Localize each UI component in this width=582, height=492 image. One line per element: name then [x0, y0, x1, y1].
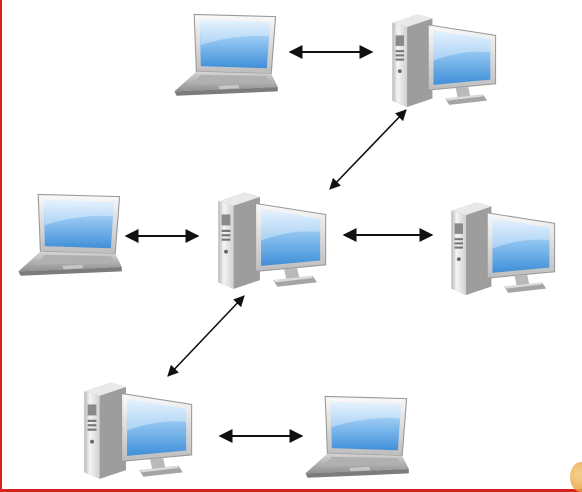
desktop-icon-bottom-left — [83, 382, 193, 480]
laptop-icon-top — [173, 13, 279, 97]
desktop-icon-right — [450, 201, 556, 296]
desktop-icon-top-right — [391, 13, 497, 108]
connections — [124, 45, 434, 443]
laptop-icon-left — [17, 193, 123, 277]
desktop-icon-center — [217, 192, 327, 290]
arrow-desktop-top-right-to-desktop-center — [329, 109, 407, 190]
nodes — [17, 13, 556, 480]
arrow-desktop-center-to-desktop-bottom-left — [167, 295, 245, 377]
corner-decoration — [570, 462, 582, 492]
laptop-icon-bottom-right — [304, 395, 410, 479]
